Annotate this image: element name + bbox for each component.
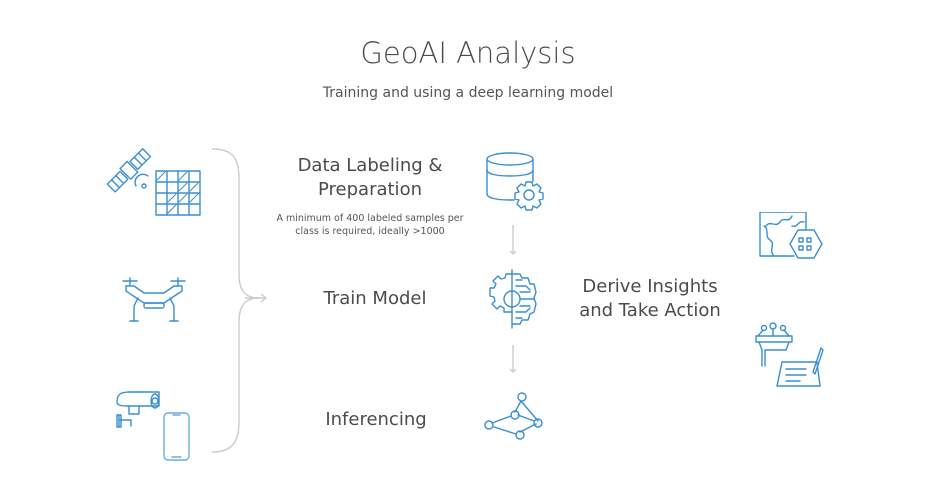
outcome-line1: Derive Insights bbox=[582, 276, 718, 297]
page-subtitle: Training and using a deep learning model bbox=[322, 85, 614, 101]
note-line1: A minimum of 400 labeled samples per bbox=[276, 213, 464, 224]
step-label-line1: Data Labeling & bbox=[297, 155, 443, 176]
outcome-label: Derive Insights and Take Action bbox=[550, 275, 750, 323]
press-conference-icon bbox=[755, 322, 824, 387]
page-title: GeoAI Analysis bbox=[360, 36, 576, 70]
step-data-labeling: Data Labeling & Preparation bbox=[270, 154, 470, 202]
step-label-line2: Preparation bbox=[318, 179, 422, 200]
smartphone-icon bbox=[163, 412, 190, 461]
step-inferencing: Inferencing bbox=[325, 409, 427, 430]
map-building-icon bbox=[759, 212, 823, 259]
brace-connector bbox=[211, 148, 268, 453]
step-note: A minimum of 400 labeled samples per cla… bbox=[270, 212, 470, 238]
drone-icon bbox=[122, 277, 186, 322]
arrow-down-icon bbox=[509, 225, 517, 255]
arrow-down-icon bbox=[509, 345, 517, 373]
database-gear-icon bbox=[486, 152, 544, 211]
security-camera-icon bbox=[116, 391, 160, 428]
satellite-icon bbox=[106, 148, 152, 193]
step-train-model: Train Model bbox=[323, 288, 427, 309]
brain-gear-icon bbox=[489, 269, 537, 329]
raster-grid-icon bbox=[155, 170, 201, 216]
outcome-line2: and Take Action bbox=[579, 300, 721, 321]
note-line2: class is required, ideally >1000 bbox=[295, 226, 445, 237]
network-graph-icon bbox=[484, 392, 543, 440]
